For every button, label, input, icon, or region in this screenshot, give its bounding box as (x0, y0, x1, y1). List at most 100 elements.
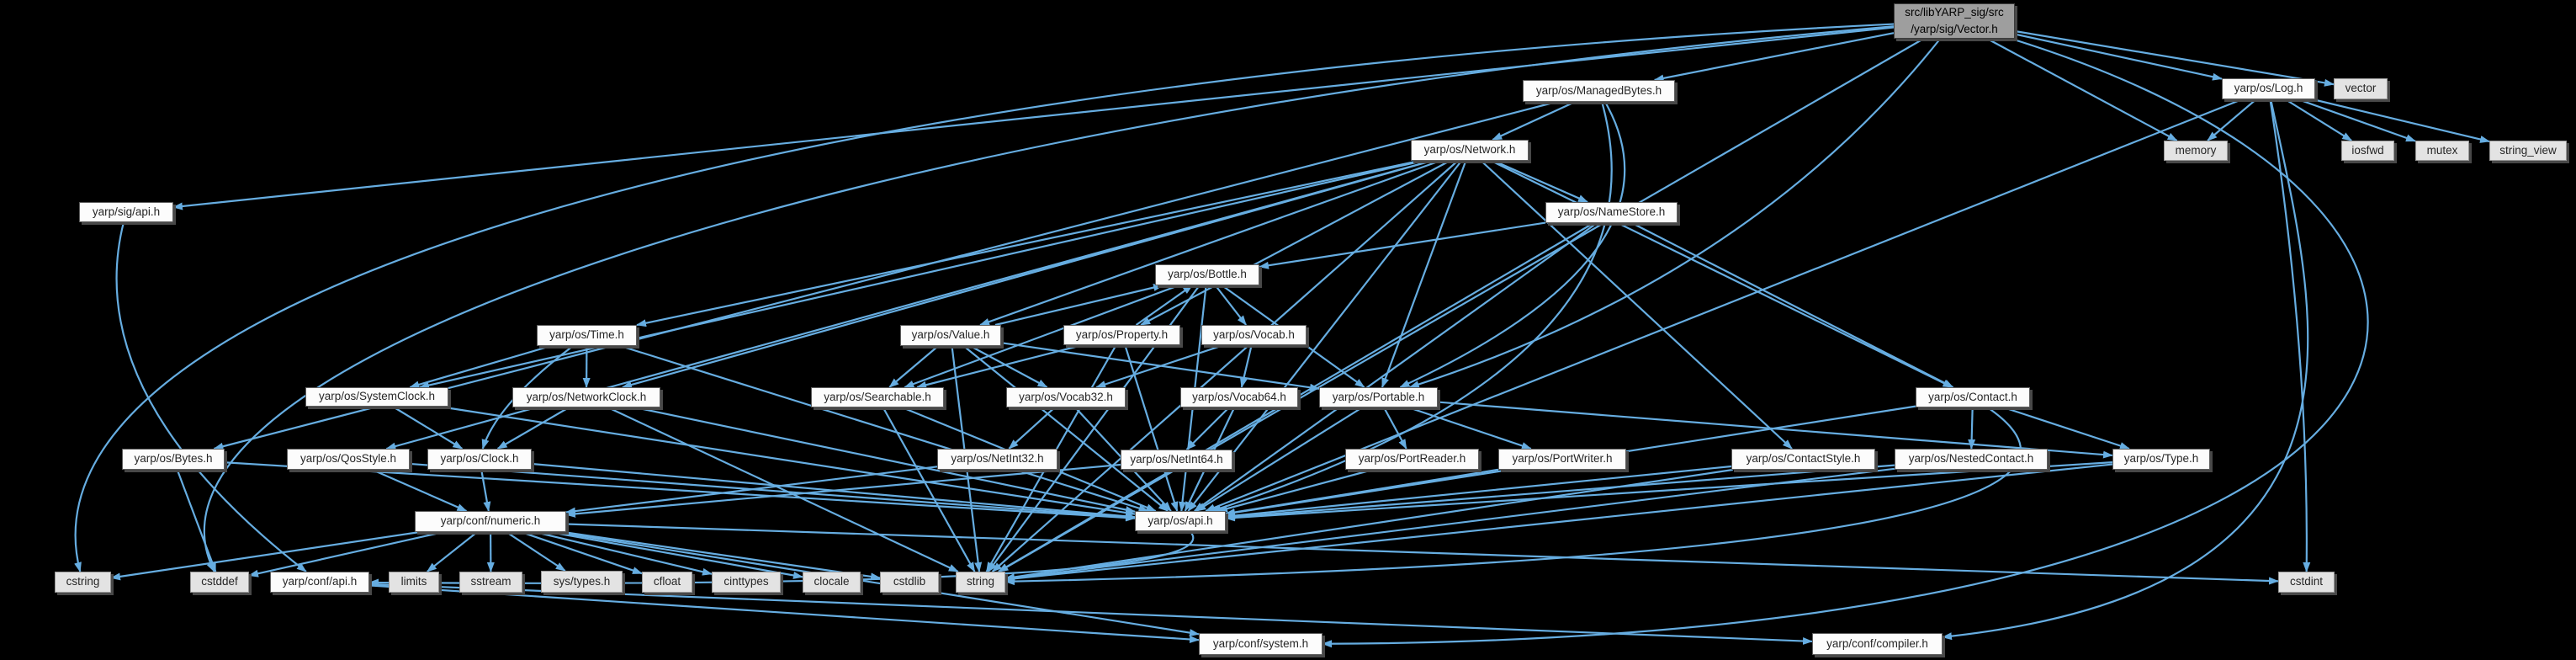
node-netint64[interactable]: yarp/os/NetInt64.h (1121, 450, 1232, 470)
edge-managedbytes-os_api (1211, 101, 1613, 513)
node-namestore[interactable]: yarp/os/NameStore.h (1545, 202, 1678, 223)
edge-vocab32-netint32 (1008, 407, 1056, 450)
edge-searchable-string (882, 407, 976, 572)
edge-time-clock (481, 345, 574, 450)
node-limits: limits (389, 572, 439, 593)
edge-conf_api-system (368, 584, 1200, 643)
edge-bottle-searchable (904, 284, 1179, 389)
node-memory: memory (2164, 141, 2228, 161)
edge-value-bottle (994, 284, 1164, 327)
node-networkclock[interactable]: yarp/os/NetworkClock.h (512, 387, 660, 407)
edge-managedbytes-network (1492, 101, 1576, 141)
node-contact[interactable]: yarp/os/Contact.h (1916, 387, 2030, 407)
edge-network-namestore (1493, 159, 1588, 204)
node-bottle[interactable]: yarp/os/Bottle.h (1155, 264, 1259, 285)
edge-type-os_api (1225, 461, 2113, 522)
node-portable[interactable]: yarp/os/Portable.h (1319, 387, 1438, 407)
edge-numeric-cstddef (248, 530, 444, 578)
edge-conf_api-compiler (368, 583, 1813, 645)
node-searchable[interactable]: yarp/os/Searchable.h (811, 387, 944, 407)
node-vocab32[interactable]: yarp/os/Vocab32.h (1006, 387, 1126, 407)
node-log[interactable]: yarp/os/Log.h (2222, 78, 2315, 99)
edge-contact-type (2003, 406, 2130, 450)
node-portwriter[interactable]: yarp/os/PortWriter.h (1498, 449, 1626, 470)
node-cfloat: cfloat (642, 572, 692, 593)
edge-main-managedbytes (1653, 32, 1895, 82)
edge-log-memory (2207, 98, 2257, 141)
edge-vocab-vocab64 (1239, 344, 1253, 388)
edge-main-sig_api (172, 26, 1895, 210)
node-systypes: sys/types.h (541, 571, 623, 593)
node-vocab[interactable]: yarp/os/Vocab.h (1201, 325, 1307, 345)
node-time[interactable]: yarp/os/Time.h (537, 325, 637, 346)
node-system[interactable]: yarp/conf/system.h (1199, 633, 1322, 655)
node-type[interactable]: yarp/os/Type.h (2112, 449, 2210, 470)
node-portreader[interactable]: yarp/os/PortReader.h (1345, 449, 1479, 470)
edge-netint32-numeric (565, 466, 938, 515)
edge-qosstyle-numeric (372, 468, 468, 513)
edge-vocab-vocab32 (1095, 343, 1224, 389)
edge-networkclock-clock (496, 407, 570, 450)
node-clocale: clocale (803, 572, 861, 593)
node-clock[interactable]: yarp/os/Clock.h (427, 449, 532, 470)
node-managedbytes[interactable]: yarp/os/ManagedBytes.h (1523, 80, 1675, 102)
edge-log-string_view (2312, 98, 2490, 143)
edge-network-os_api (1187, 160, 1463, 512)
edge-time-os_api (620, 344, 1149, 513)
node-sig_api[interactable]: yarp/sig/api.h (79, 202, 173, 222)
edge-nestedcontact-string (1004, 467, 1895, 582)
node-property[interactable]: yarp/os/Property.h (1063, 325, 1180, 345)
edge-clock-numeric (480, 469, 491, 512)
node-string: string (956, 572, 1005, 593)
node-main: src/libYARP_sig/src/yarp/sig/Vector.h (1894, 3, 2015, 39)
node-cstdlib: cstdlib (880, 572, 939, 593)
node-string_view: string_view (2489, 141, 2567, 161)
node-bytes[interactable]: yarp/os/Bytes.h (122, 449, 225, 470)
node-cstdint: cstdint (2278, 572, 2335, 593)
node-sstream: sstream (459, 572, 522, 593)
edge-portable-portwriter (1407, 406, 1532, 450)
node-cinttypes: cinttypes (712, 572, 781, 593)
edge-type-string (1004, 463, 2113, 583)
edge-log-os_api (1205, 98, 2243, 513)
edge-numeric-cstdint (565, 523, 2279, 585)
node-contactstyle[interactable]: yarp/os/ContactStyle.h (1731, 449, 1875, 470)
edge-network-time (636, 159, 1420, 327)
edge-main-cstring (74, 23, 1895, 572)
node-network[interactable]: yarp/os/Network.h (1411, 140, 1529, 161)
edge-numeric-systypes (506, 531, 566, 572)
node-nestedcontact[interactable]: yarp/os/NestedContact.h (1895, 449, 2048, 470)
node-systemclock[interactable]: yarp/os/SystemClock.h (305, 387, 448, 407)
edge-bytes-cstddef (176, 469, 217, 572)
edge-log-iosfwd (2284, 98, 2353, 141)
edge-sig_api-conf_api (115, 221, 307, 572)
edge-main-system (1322, 37, 2369, 648)
edge-networkclock-os_api (634, 406, 1136, 514)
edge-log-cstdint (2269, 98, 2311, 572)
edge-contactstyle-string (1004, 468, 1733, 581)
node-vocab64[interactable]: yarp/os/Vocab64.h (1180, 387, 1298, 407)
node-qosstyle[interactable]: yarp/os/QosStyle.h (287, 449, 410, 470)
node-compiler[interactable]: yarp/conf/compiler.h (1812, 633, 1943, 655)
node-conf_api[interactable]: yarp/conf/api.h (270, 572, 369, 593)
node-numeric[interactable]: yarp/conf/numeric.h (415, 511, 566, 532)
edge-main-log (2014, 33, 2223, 81)
edge-bytes-os_api (224, 461, 1136, 522)
edge-network-contact (1490, 160, 1953, 388)
edge-portable-portreader (1383, 407, 1407, 450)
edge-network-portable (1381, 160, 1467, 388)
edge-network-value (979, 159, 1441, 327)
edge-numeric-system (556, 530, 1200, 637)
node-value[interactable]: yarp/os/Value.h (900, 325, 1001, 346)
edge-bottle-vocab (1214, 285, 1248, 326)
edge-network-systemclock (419, 159, 1423, 389)
edge-log-mutex (2298, 98, 2416, 142)
edge-namestore-bottle (1259, 221, 1546, 269)
edge-numeric-cfloat (521, 530, 643, 575)
edge-main-memory (1986, 38, 2178, 141)
edge-property-os_api (1124, 344, 1179, 512)
node-netint32[interactable]: yarp/os/NetInt32.h (937, 449, 1057, 470)
edge-network-property (1140, 160, 1450, 326)
edge-numeric-cinttypes (534, 530, 713, 576)
node-os_api[interactable]: yarp/os/api.h (1135, 511, 1226, 531)
